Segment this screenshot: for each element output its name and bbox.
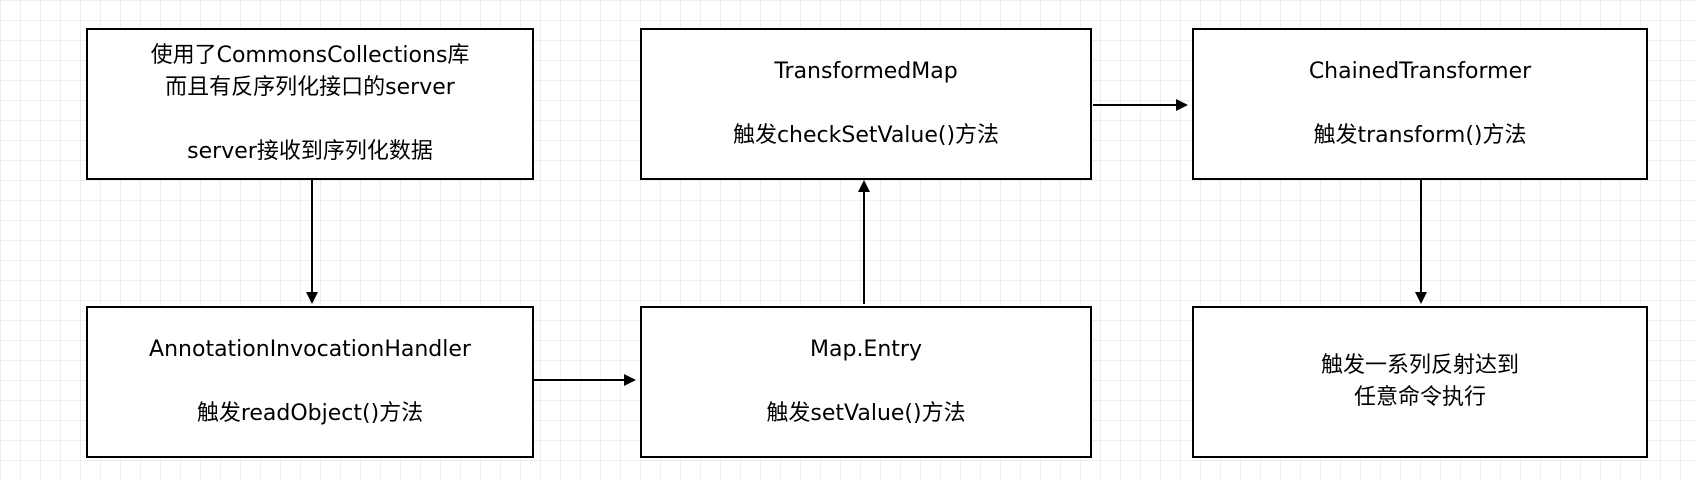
map-entry-title: Map.Entry — [810, 337, 922, 362]
annotation-handler-title: AnnotationInvocationHandler — [149, 337, 471, 362]
chained-transformer-node: ChainedTransformer 触发transform()方法 — [1192, 28, 1648, 180]
server-node: 使用了CommonsCollections库 而且有反序列化接口的server … — [86, 28, 534, 180]
map-entry-desc: 触发setValue()方法 — [766, 401, 966, 426]
server-node-line-3: server接收到序列化数据 — [187, 139, 433, 164]
transformed-map-desc: 触发checkSetValue()方法 — [732, 123, 1000, 148]
server-node-line-2: 而且有反序列化接口的server — [165, 75, 455, 100]
transformed-map-title: TransformedMap — [774, 59, 958, 84]
execution-line-2: 任意命令执行 — [1353, 385, 1486, 410]
server-node-line-1: 使用了CommonsCollections库 — [150, 43, 470, 68]
execution-node: 触发一系列反射达到 任意命令执行 — [1192, 306, 1648, 458]
annotation-handler-node: AnnotationInvocationHandler 触发readObject… — [86, 306, 534, 458]
map-entry-node: Map.Entry 触发setValue()方法 — [640, 306, 1092, 458]
transformed-map-node: TransformedMap 触发checkSetValue()方法 — [640, 28, 1092, 180]
annotation-handler-desc: 触发readObject()方法 — [196, 401, 424, 426]
execution-line-1: 触发一系列反射达到 — [1320, 353, 1519, 378]
chained-transformer-title: ChainedTransformer — [1308, 59, 1532, 84]
chained-transformer-desc: 触发transform()方法 — [1313, 123, 1527, 148]
